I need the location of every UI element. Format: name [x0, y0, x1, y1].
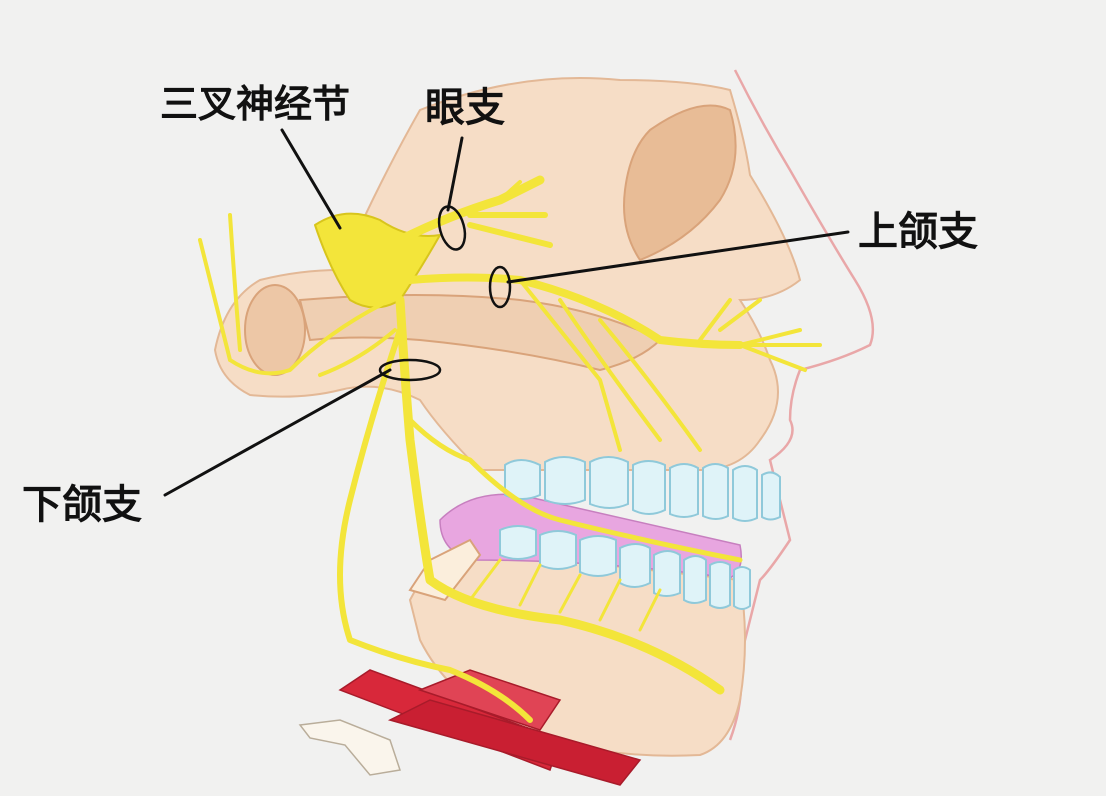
upper-teeth	[504, 456, 781, 522]
pointer-lines	[163, 128, 850, 497]
ophthalmic-branch-label: 眼支	[425, 85, 505, 131]
hyoid-bone	[298, 719, 401, 776]
trigeminal-nerve-branches	[198, 175, 822, 723]
ophthalmic-pointer	[446, 136, 464, 212]
maxillary-branch-label: 上颌支	[858, 209, 978, 255]
ophthalmic-marker	[437, 205, 467, 251]
branch-markers	[378, 205, 512, 382]
orbit	[623, 104, 737, 262]
ganglion-pointer	[280, 128, 342, 230]
mandibular-pointer	[163, 368, 392, 497]
maxillary-pointer	[506, 230, 850, 284]
mandibular-marker	[378, 358, 442, 382]
face-outline	[728, 69, 875, 741]
trigeminal-ganglion-label: 三叉神经节	[160, 82, 351, 126]
maxillary-marker	[488, 265, 512, 309]
mandibular-branch-label: 下颌支	[22, 482, 142, 528]
